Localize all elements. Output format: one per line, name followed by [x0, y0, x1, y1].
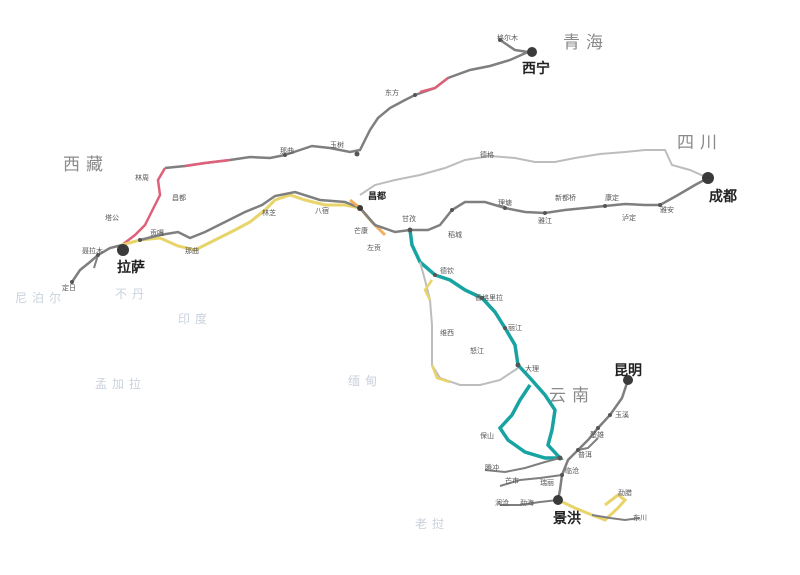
city-label-kunming[interactable]: 昆明	[614, 363, 642, 379]
town-label-zuogong: 左贡	[367, 244, 381, 252]
town-label-dongchuan: 东川	[633, 514, 647, 522]
town-label-puer: 普洱	[578, 451, 592, 459]
town-label-nyingchi: 林芝	[262, 209, 276, 217]
city-label-lhasa[interactable]: 拉萨	[117, 260, 145, 276]
changdu-dot[interactable]	[357, 205, 363, 211]
town-label-tagong: 塔公	[105, 214, 119, 222]
town-label-chamdo-left: 昌都	[172, 194, 186, 202]
kunming-dot[interactable]	[623, 375, 633, 385]
faint-label-e: 缅甸	[348, 374, 383, 388]
route-lhasa-sw	[93, 254, 99, 269]
town-label-lincang: 临沧	[565, 467, 579, 475]
town-label-dongfang: 东方	[385, 89, 399, 97]
town-label-kangding: 康定	[605, 194, 619, 202]
city-label-xining[interactable]: 西宁	[522, 61, 550, 77]
town-label-yaan: 雅安	[660, 206, 674, 214]
route-lhasa-changdu-gray	[139, 190, 361, 242]
route-yuxi-branch	[577, 437, 599, 451]
town-label-baoshan: 保山	[480, 432, 494, 440]
faint-label-c: 印度	[178, 312, 213, 326]
route-changdu-chengdu-north	[359, 149, 709, 196]
route-jinghong-east-yellow	[557, 493, 628, 522]
town-label-chuxiong: 楚雄	[590, 431, 604, 439]
route-yunnan-sw	[500, 499, 559, 506]
region-sichuan: 四川	[677, 133, 723, 153]
faint-label-a: 尼泊尔	[15, 291, 67, 305]
route-yunnan-west	[484, 457, 561, 474]
town-label-mangkang: 芒康	[354, 227, 368, 235]
jinghong-dot[interactable]	[553, 495, 563, 505]
town-label-golmud: 格尔木	[497, 34, 518, 42]
route-kunming-jinghong	[556, 379, 630, 501]
chengdu-dot[interactable]	[702, 172, 714, 184]
route-pink-top	[184, 158, 231, 168]
route-xining-lhasa-gray	[284, 38, 533, 157]
route-jinghong-east-gray	[591, 514, 641, 522]
region-xizang: 西藏	[63, 155, 109, 175]
town-label-dege: 德格	[480, 151, 494, 159]
town-label-yuxi: 玉溪	[615, 411, 629, 419]
town-label-lancang: 澜沧	[495, 499, 509, 507]
town-label-shangri: 香格里拉	[475, 294, 503, 302]
town-label-naqu2: 那曲	[185, 247, 199, 255]
region-yunnan: 云南	[549, 386, 595, 406]
city-label-changdu[interactable]: 昌都	[368, 192, 387, 202]
town-label-yushu: 玉树	[330, 141, 344, 149]
town-label-luding: 泸定	[622, 214, 636, 222]
town-dots	[70, 38, 662, 477]
route-teal-south	[408, 229, 564, 460]
town-label-litang: 理塘	[498, 199, 512, 207]
route-lhasa-changdu-yellow	[121, 193, 361, 252]
route-yellow-loop	[423, 279, 434, 301]
lhasa-dot[interactable]	[117, 244, 129, 256]
route-xining-lhasa-pink	[419, 77, 449, 94]
faint-label-d: 孟加拉	[95, 377, 147, 391]
town-label-nagqu: 那曲	[280, 147, 294, 155]
town-label-tingri: 定日	[62, 284, 76, 292]
faint-label-b: 不丹	[115, 287, 150, 301]
town-label-tengchong: 腾冲	[485, 464, 499, 472]
town-label-dali: 大理	[525, 365, 539, 373]
region-qinghai: 青海	[563, 33, 609, 53]
town-label-mangshi: 芒市	[505, 477, 519, 485]
town-label-nyalam: 聂拉木	[82, 247, 103, 255]
town-label-ruili: 瑞丽	[540, 479, 554, 487]
town-label-mengla: 勐腊	[618, 489, 632, 497]
town-label-daocheng: 稻城	[448, 231, 462, 239]
xining-dot[interactable]	[527, 47, 537, 57]
town-label-basu: 八宿	[315, 207, 329, 215]
town-label-weixi: 维西	[440, 329, 454, 337]
town-label-menghai: 勐海	[520, 499, 534, 507]
town-label-deqin: 德钦	[440, 267, 454, 275]
route-yunnan-west2	[499, 474, 563, 487]
route-changdu-chengdu	[359, 176, 709, 234]
town-label-gongga: 贡嘎	[150, 229, 164, 237]
town-label-ganzi: 甘孜	[402, 215, 416, 223]
route-north-tibet-pink	[121, 167, 167, 246]
town-label-yajiang: 雅江	[538, 217, 552, 225]
town-label-lhunzhub: 林周	[135, 174, 149, 182]
town-label-nujiang: 怒江	[470, 347, 484, 355]
route-lhasa-west	[70, 243, 123, 283]
city-label-chengdu[interactable]: 成都	[709, 189, 737, 205]
town-label-lijiang: 丽江	[508, 324, 522, 332]
town-label-xinduqiao: 新都桥	[555, 194, 576, 202]
route-yellow-loop2	[430, 364, 451, 384]
city-label-jinghong[interactable]: 景洪	[553, 511, 581, 527]
faint-label-f: 老挝	[415, 517, 450, 531]
